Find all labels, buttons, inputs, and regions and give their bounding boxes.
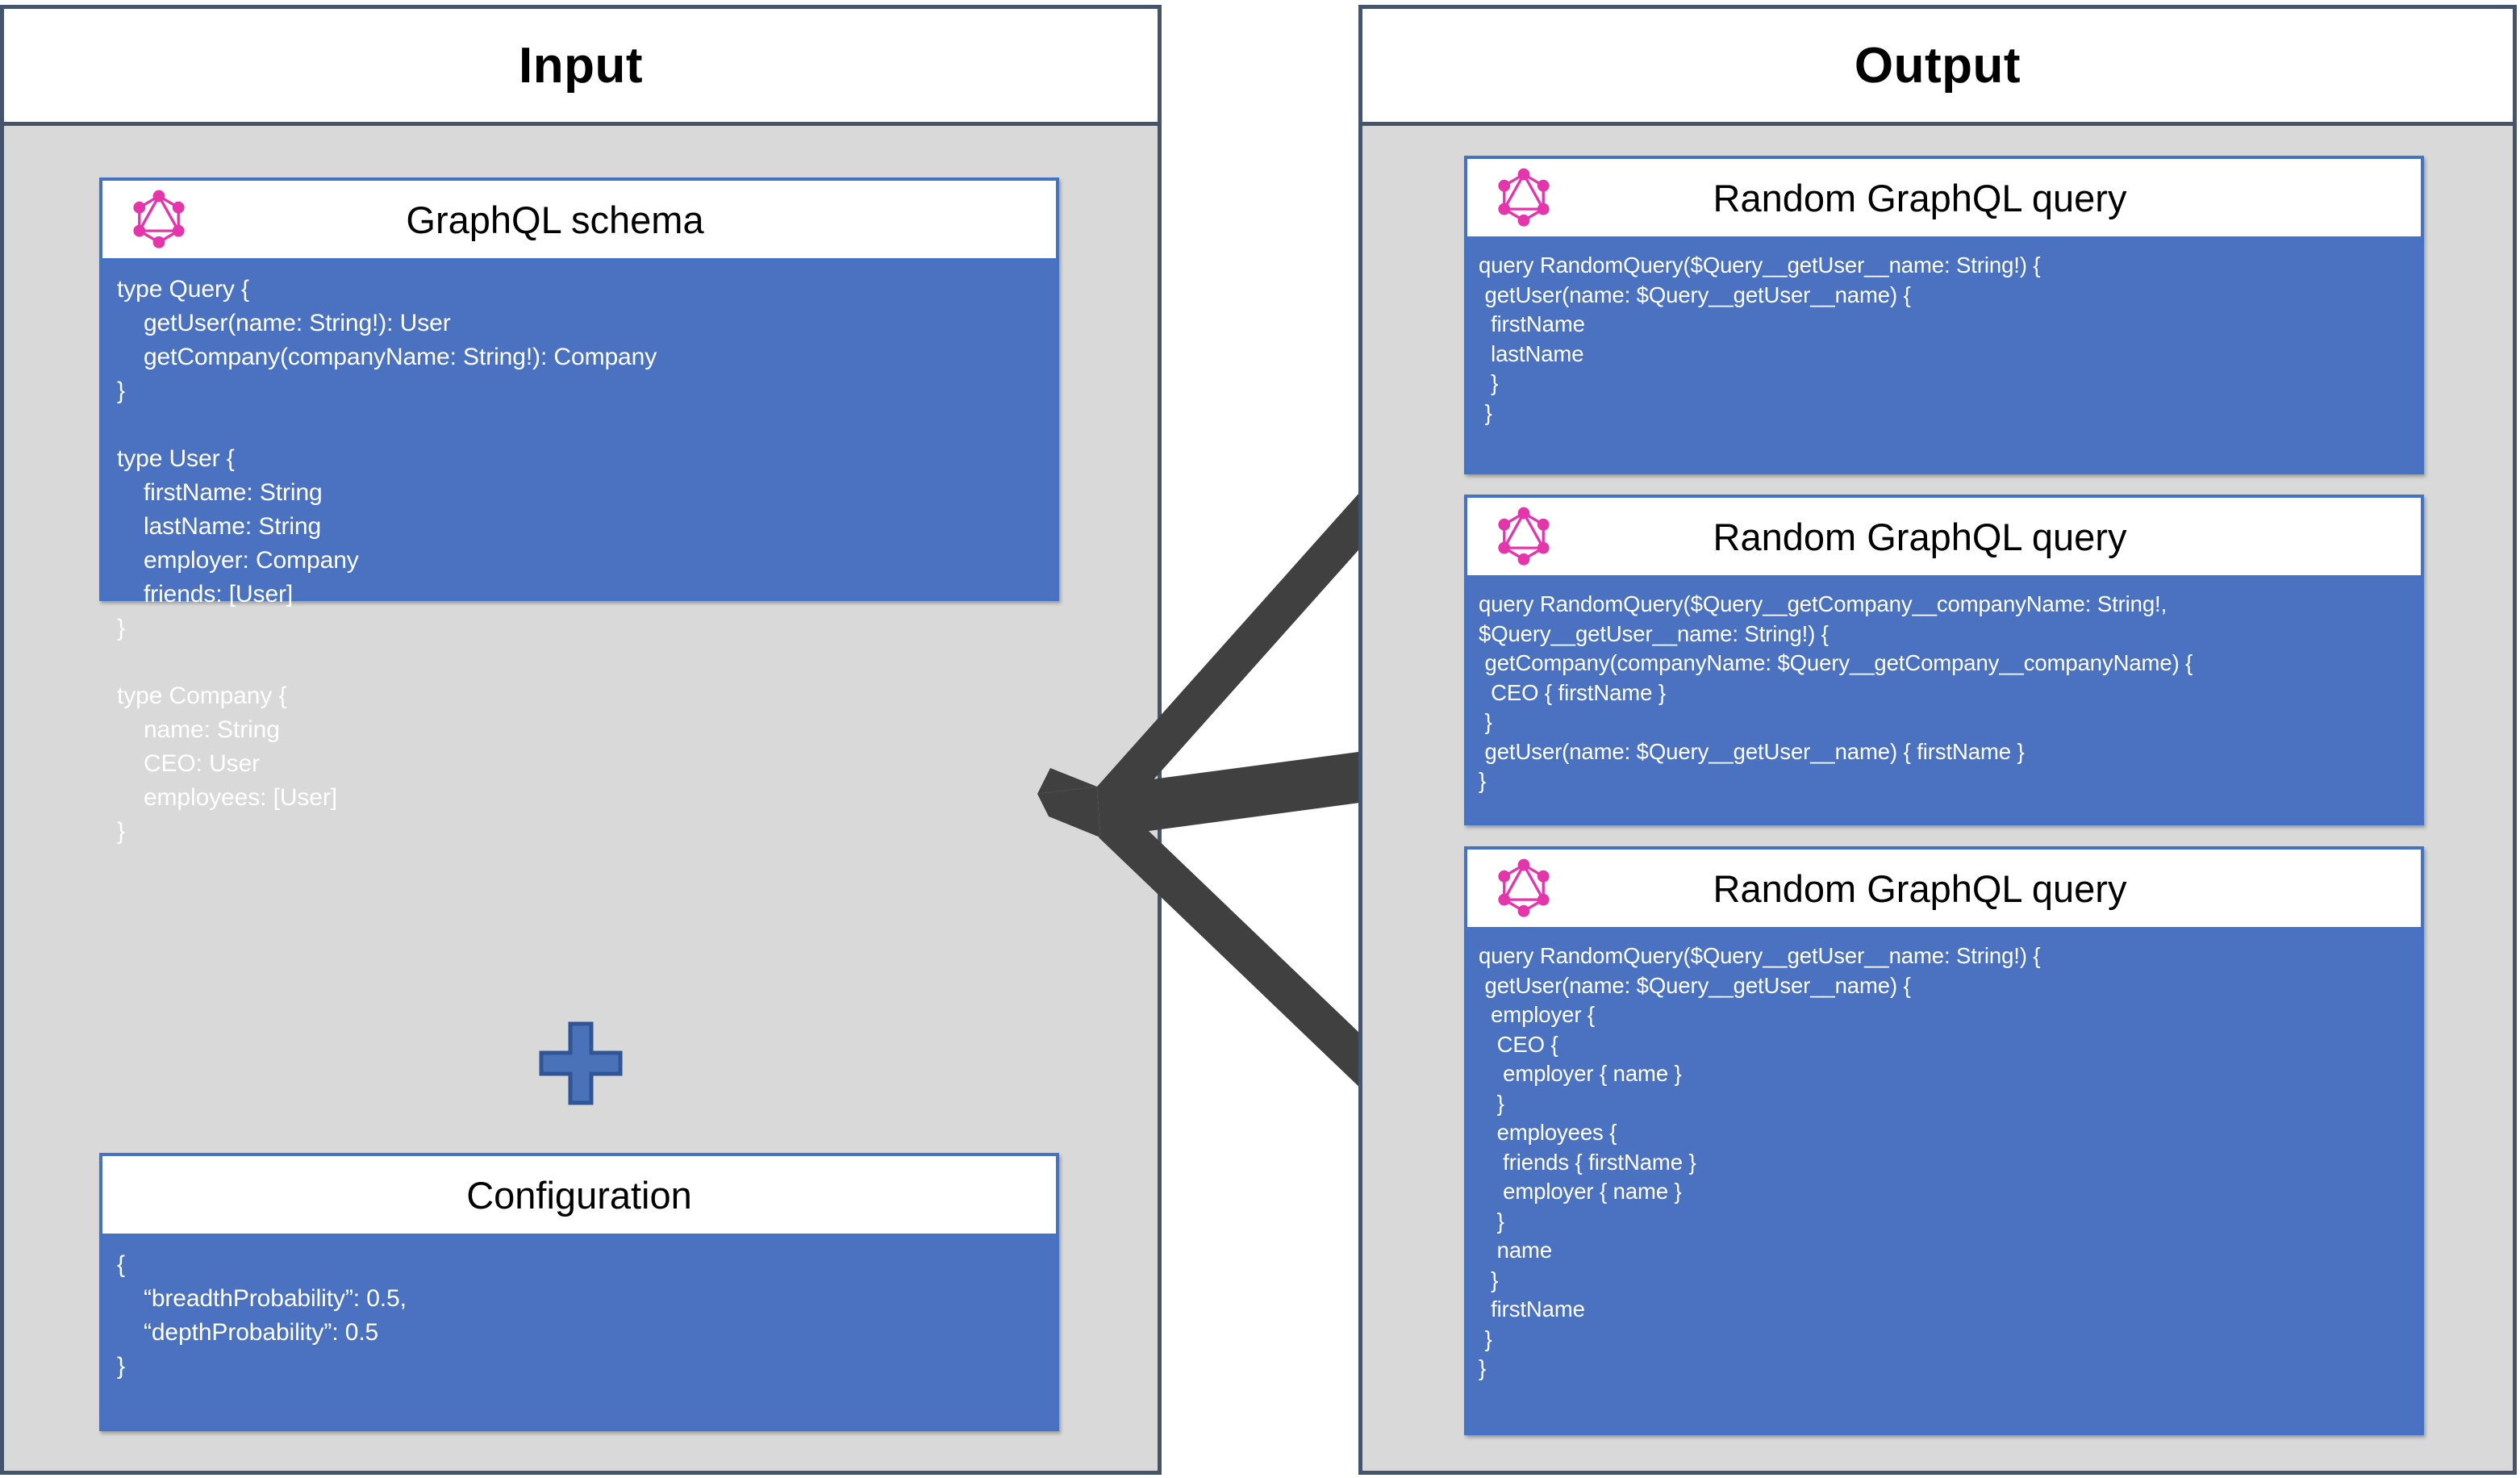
graphql-logo-icon <box>131 190 186 249</box>
random-query-card-2[interactable]: Random GraphQL query query RandomQuery($… <box>1464 495 2424 825</box>
random-query-card-2-header: Random GraphQL query <box>1467 498 2421 578</box>
input-panel-title: Input <box>519 37 643 94</box>
random-query-card-2-title: Random GraphQL query <box>1713 515 2127 558</box>
random-query-card-1-header: Random GraphQL query <box>1467 159 2421 240</box>
arrow-head-left-upper <box>1037 768 1097 794</box>
configuration-card-title: Configuration <box>466 1173 692 1217</box>
random-query-card-1-title: Random GraphQL query <box>1713 176 2127 219</box>
graphql-schema-card[interactable]: GraphQL schema type Query { getUser(name… <box>99 177 1059 845</box>
random-query-card-3-title: Random GraphQL query <box>1713 866 2127 910</box>
output-panel-title: Output <box>1854 37 2021 94</box>
random-query-card-1[interactable]: Random GraphQL query query RandomQuery($… <box>1464 156 2424 474</box>
random-query-code-3: query RandomQuery($Query__getUser__name:… <box>1479 943 2041 1380</box>
random-query-card-3-header: Random GraphQL query <box>1467 850 2421 930</box>
output-panel: Output <box>1358 5 2517 1475</box>
graphql-logo-icon <box>1496 168 1551 228</box>
graphql-logo-icon <box>1496 507 1551 566</box>
output-panel-header: Output <box>1362 9 2513 126</box>
configuration-card-header: Configuration <box>102 1156 1056 1237</box>
configuration-card[interactable]: Configuration { “breadthProbability”: 0.… <box>99 1153 1059 1431</box>
random-query-card-3[interactable]: Random GraphQL query query RandomQuery($… <box>1464 846 2424 1435</box>
random-query-code-1: query RandomQuery($Query__getUser__name:… <box>1479 253 2041 425</box>
graphql-schema-card-title: GraphQL schema <box>406 198 704 241</box>
graphql-logo-icon <box>1496 858 1551 918</box>
graphql-schema-card-header: GraphQL schema <box>102 181 1056 261</box>
arrow-to-query-2 <box>1097 704 1533 837</box>
random-query-code-2: query RandomQuery($Query__getCompany__co… <box>1479 591 2193 793</box>
input-panel: Input <box>0 5 1162 1475</box>
arrow-head-left <box>1037 787 1100 837</box>
input-panel-header: Input <box>4 9 1158 126</box>
configuration-code: { “breadthProbability”: 0.5, “depthProba… <box>117 1251 407 1380</box>
graphql-schema-code: type Query { getUser(name: String!): Use… <box>117 276 657 845</box>
plus-icon <box>536 1019 625 1108</box>
